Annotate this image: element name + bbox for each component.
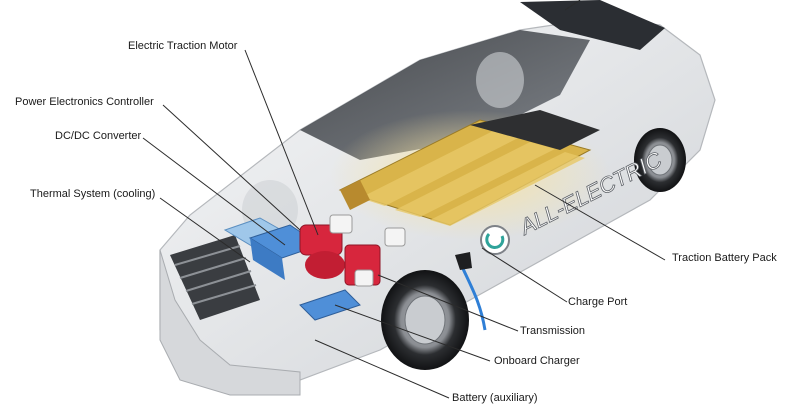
label-thermal-system: Thermal System (cooling) (30, 188, 156, 200)
charge-port-illustration (455, 225, 510, 331)
battery-pack-illustration (338, 110, 600, 226)
label-electric-traction-motor: Electric Traction Motor (128, 40, 238, 52)
label-transmission: Transmission (520, 325, 585, 337)
label-battery-auxiliary: Battery (auxiliary) (452, 392, 538, 404)
label-onboard-charger: Onboard Charger (494, 355, 580, 367)
label-power-electronics-controller: Power Electronics Controller (15, 96, 154, 108)
label-dcdc-converter: DC/DC Converter (55, 130, 142, 142)
label-traction-battery-pack: Traction Battery Pack (672, 252, 777, 264)
label-charge-port: Charge Port (568, 296, 628, 308)
front-components (223, 214, 406, 321)
leader-lines (142, 0, 666, 399)
front-grille (170, 235, 260, 320)
